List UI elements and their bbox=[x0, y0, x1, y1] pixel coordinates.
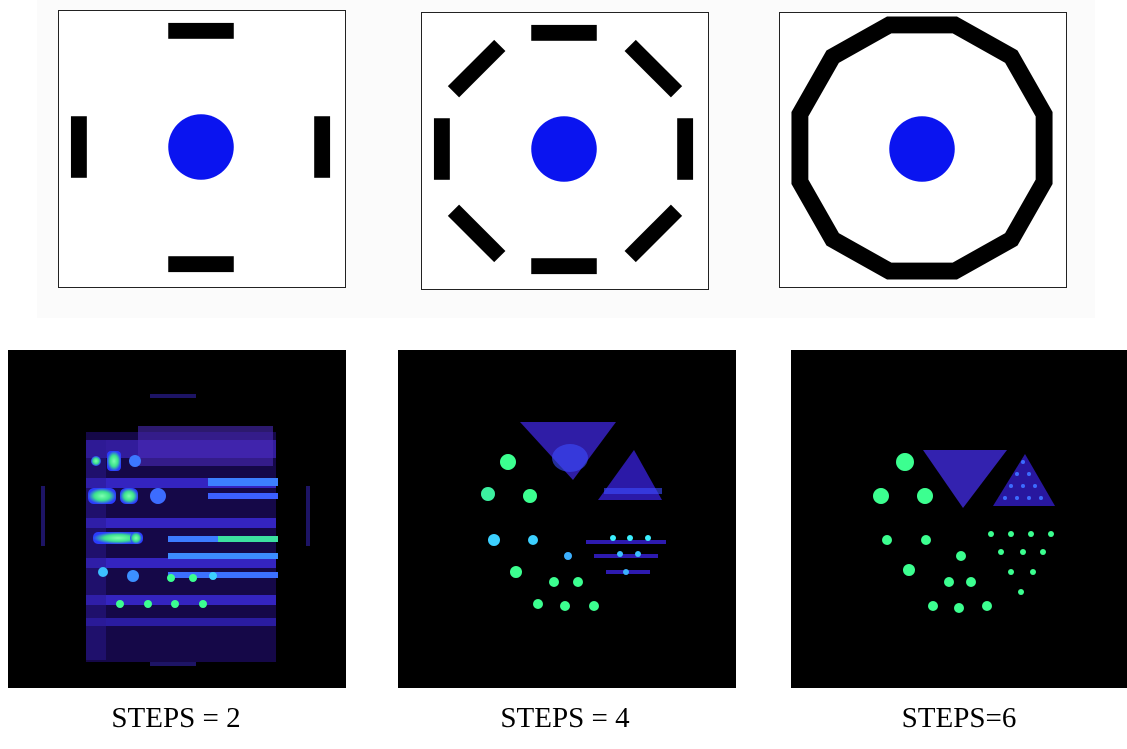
source-disk bbox=[168, 114, 234, 180]
reconstruction-panel-steps-6 bbox=[791, 350, 1127, 688]
detector-top-left bbox=[447, 39, 506, 98]
detector-right bbox=[314, 116, 331, 178]
detector-left bbox=[70, 116, 87, 178]
geometry-diagram-steps-2 bbox=[70, 22, 331, 273]
caption-steps-6: STEPS=6 bbox=[901, 702, 1017, 734]
detector-left bbox=[433, 118, 450, 180]
caption-steps-4: STEPS = 4 bbox=[500, 702, 630, 734]
geometry-diagram-steps-6 bbox=[791, 16, 1053, 280]
reconstruction-panel-steps-2 bbox=[8, 350, 346, 688]
detector-bottom bbox=[531, 258, 597, 275]
detector-top bbox=[168, 22, 234, 39]
source-disk bbox=[531, 116, 597, 182]
geometry-panel-steps-4 bbox=[421, 12, 709, 290]
detector-bottom-right bbox=[624, 204, 683, 263]
detector-top bbox=[531, 24, 597, 41]
reconstruction-image-steps-4 bbox=[481, 422, 666, 611]
detector-ring bbox=[791, 16, 1053, 280]
caption-steps-2: STEPS = 2 bbox=[111, 702, 241, 734]
reconstruction-image-steps-6 bbox=[873, 450, 1055, 613]
source-disk bbox=[889, 116, 955, 182]
geometry-panel-steps-6 bbox=[779, 12, 1067, 288]
detector-bottom bbox=[168, 256, 234, 273]
reconstruction-panel-steps-4 bbox=[398, 350, 736, 688]
reconstruction-image-steps-2 bbox=[41, 394, 310, 666]
geometry-panel-steps-2 bbox=[58, 10, 346, 288]
detector-bottom-left bbox=[447, 204, 506, 263]
detector-right bbox=[677, 118, 694, 180]
geometry-diagram-steps-4 bbox=[433, 24, 694, 275]
detector-top-right bbox=[624, 39, 683, 98]
